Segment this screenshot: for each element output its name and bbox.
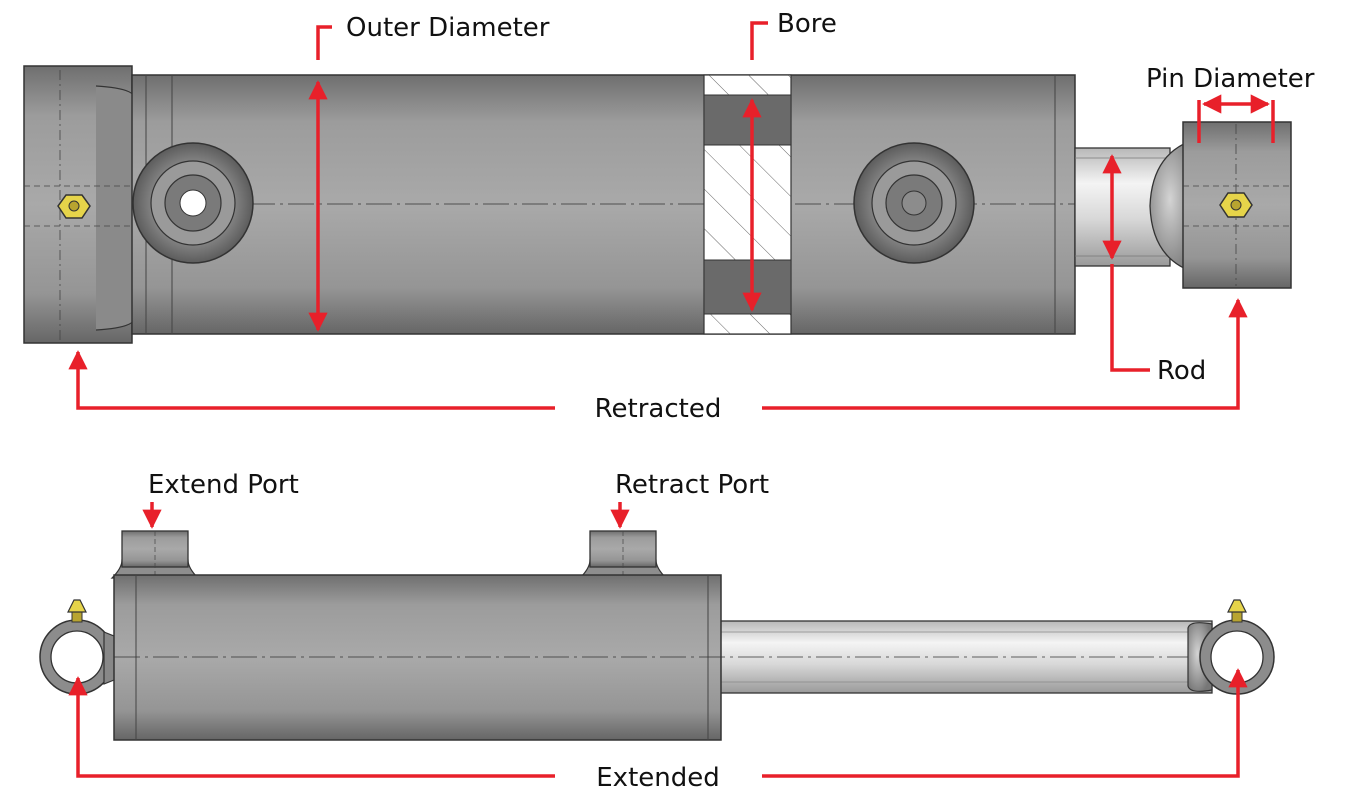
extend-port-fitting — [110, 530, 200, 579]
labels: Outer Diameter Bore Pin Diameter Rod Ret… — [148, 9, 1315, 793]
pin-diameter-label: Pin Diameter — [1146, 64, 1315, 94]
retract-port-label: Retract Port — [615, 470, 769, 500]
retract-port-fitting — [578, 530, 668, 579]
extended-label: Extended — [596, 763, 720, 793]
port-boss-extend — [132, 142, 254, 264]
extended-barrel — [113, 574, 1260, 741]
grease-fitting-icon — [57, 194, 91, 219]
rear-clevis — [23, 65, 135, 344]
extended-line-right — [762, 668, 1248, 778]
outer-diameter-label: Outer Diameter — [346, 13, 550, 43]
grease-fitting-icon — [67, 599, 87, 623]
extended-view — [39, 530, 1275, 741]
retracted-view — [23, 65, 1292, 344]
bore-label: Bore — [777, 9, 837, 39]
retracted-line-right — [762, 298, 1248, 410]
rear-eye-mount — [39, 599, 125, 695]
bore-section-cut — [703, 74, 792, 335]
retracted-label: Retracted — [595, 394, 722, 424]
rod-leader — [1110, 264, 1150, 372]
rod-label: Rod — [1157, 356, 1206, 386]
port-boss-retract — [853, 142, 975, 264]
extended-line-left — [68, 676, 555, 778]
outer-diameter-leader — [316, 25, 332, 60]
bore-leader — [750, 21, 768, 60]
rod-eye-mount — [1187, 599, 1275, 695]
grease-fitting-icon — [1227, 599, 1247, 623]
annotations — [68, 21, 1275, 778]
grease-fitting-icon — [1219, 192, 1253, 218]
extend-port-label: Extend Port — [148, 470, 299, 500]
retracted-line-left — [68, 350, 555, 410]
rod-end-clevis — [1149, 121, 1292, 289]
